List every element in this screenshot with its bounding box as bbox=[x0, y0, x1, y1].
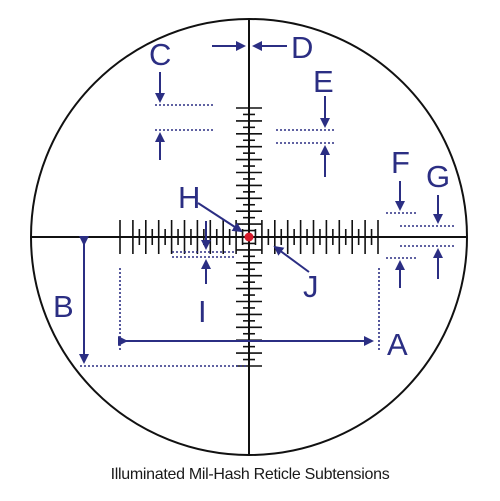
label-e: E bbox=[313, 64, 334, 99]
dotted-reference-lines bbox=[80, 104, 456, 367]
annotation-arrows bbox=[79, 41, 443, 364]
label-i: I bbox=[198, 294, 207, 329]
label-g: G bbox=[426, 159, 450, 194]
label-h: H bbox=[178, 180, 200, 215]
label-j: J bbox=[303, 269, 319, 304]
label-f: F bbox=[391, 145, 410, 180]
label-a: A bbox=[387, 327, 408, 362]
illuminated-center-dot bbox=[244, 232, 254, 242]
label-b: B bbox=[53, 289, 74, 324]
figure-caption: Illuminated Mil-Hash Reticle Subtensions bbox=[110, 466, 390, 483]
mil-hash-marks bbox=[119, 107, 379, 367]
label-d: D bbox=[291, 30, 313, 65]
arrow-j bbox=[273, 245, 310, 273]
label-c: C bbox=[149, 37, 171, 72]
arrow-h bbox=[197, 202, 243, 233]
